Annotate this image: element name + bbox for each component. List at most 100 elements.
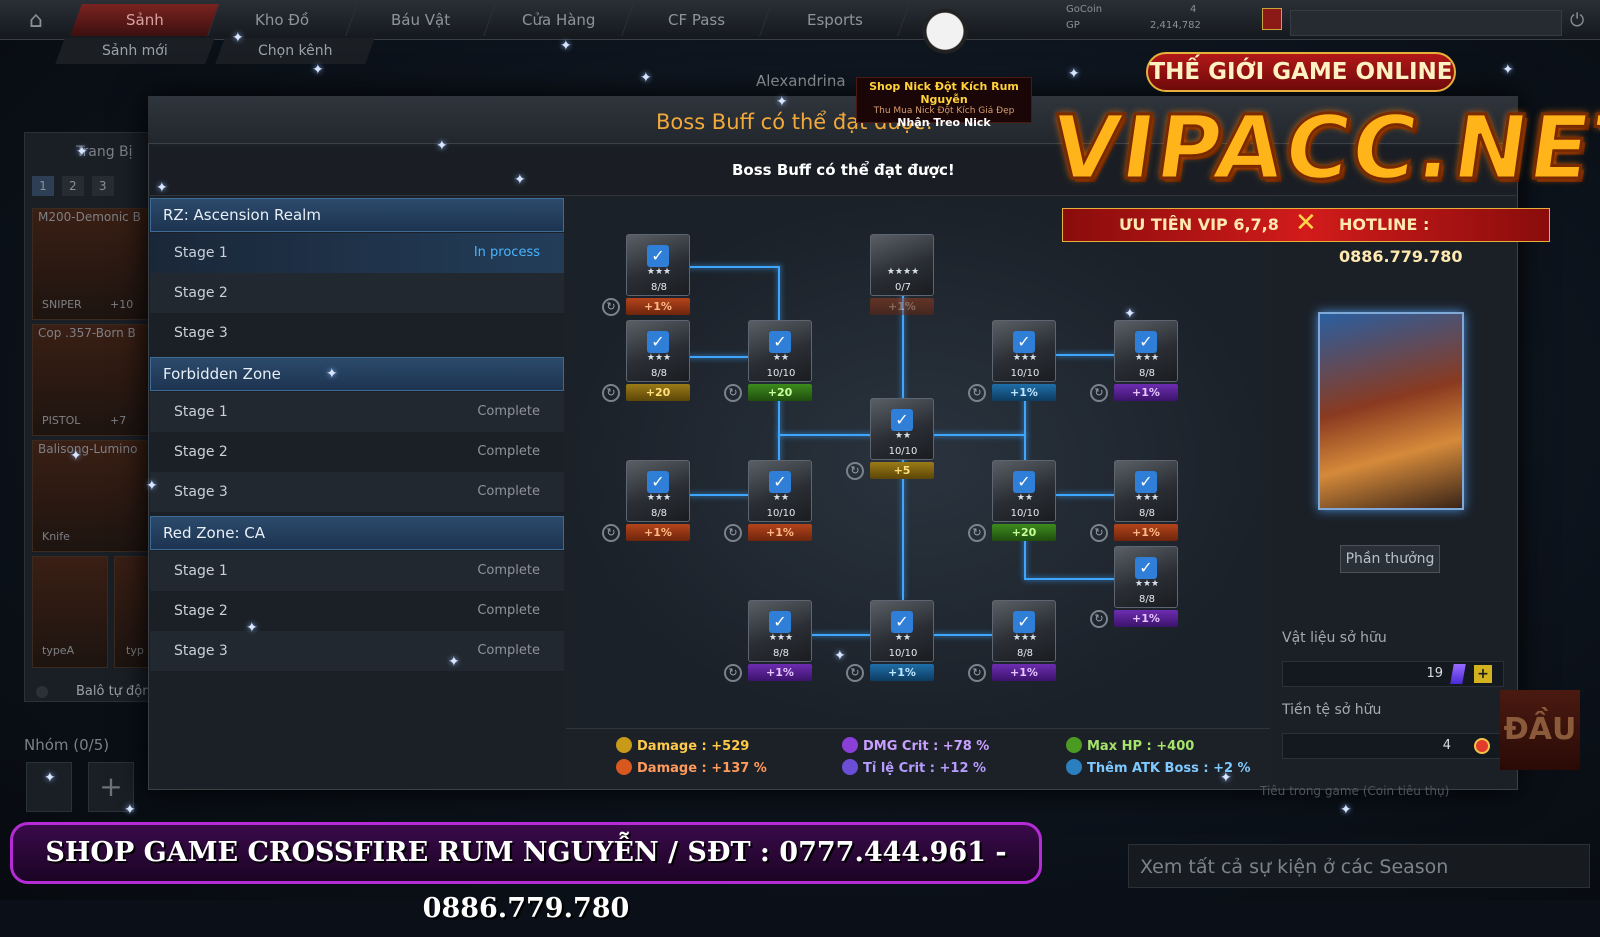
item-type: Knife [42, 530, 70, 543]
home-icon[interactable]: ⌂ [12, 6, 60, 36]
reset-icon[interactable]: ↻ [724, 524, 742, 542]
buff-node-boss[interactable]: ★★★★0/7 [870, 234, 934, 296]
tab-bau-vat[interactable]: Báu Vật [346, 4, 496, 36]
tab-esports[interactable]: Esports [760, 4, 910, 36]
add-material-button[interactable]: + [1474, 665, 1492, 683]
sparkle-icon: ✦ [640, 70, 652, 86]
buff-node[interactable]: ✓★★★8/8 [1114, 320, 1178, 382]
stage-row[interactable]: Stage 3 [150, 313, 564, 353]
stars-icon: ★★★ [749, 633, 813, 643]
page-1[interactable]: 1 [32, 176, 54, 196]
reset-icon[interactable]: ↻ [968, 384, 986, 402]
tab-cua-hang[interactable]: Cửa Hàng [484, 4, 634, 36]
buff-badge: +5 [870, 462, 934, 479]
reset-icon[interactable]: ↻ [724, 664, 742, 682]
tree-link [1056, 494, 1118, 496]
shop-line: Nhận Treo Nick [857, 116, 1031, 129]
buff-node[interactable]: ✓★★★8/8 [626, 460, 690, 522]
tree-link [688, 494, 750, 496]
stage-label: Stage 3 [174, 484, 228, 500]
reset-icon[interactable]: ↻ [1090, 524, 1108, 542]
buff-node[interactable]: ✓★★10/10 [992, 460, 1056, 522]
buff-node[interactable]: ✓★★10/10 [870, 600, 934, 662]
check-icon: ✓ [1135, 331, 1157, 353]
gp-label: GP [1066, 20, 1080, 31]
auto-bag-toggle[interactable] [36, 686, 48, 698]
zone-header[interactable]: Red Zone: CA [150, 516, 564, 550]
shop-line: Thu Mua Nick Đột Kích Giá Đẹp [857, 106, 1031, 116]
gocoin-value: 4 [1190, 4, 1196, 15]
sparkle-icon: ✦ [124, 802, 136, 818]
node-count: 10/10 [749, 368, 813, 379]
watermark-logo: VIPACC.NET [1044, 92, 1576, 204]
buff-node[interactable]: ✓★★10/10 [748, 460, 812, 522]
stage-label: Stage 3 [174, 325, 228, 341]
reset-icon[interactable]: ↻ [846, 664, 864, 682]
buff-node[interactable]: ✓★★★8/8 [626, 320, 690, 382]
buff-node[interactable]: ✓★★10/10 [748, 320, 812, 382]
page-2[interactable]: 2 [62, 176, 84, 196]
check-icon: ✓ [1013, 611, 1035, 633]
buff-node[interactable]: ✓★★★8/8 [626, 234, 690, 296]
buff-node[interactable]: ✓★★★10/10 [992, 320, 1056, 382]
summary-damage-pct: Damage : +137 % [616, 759, 767, 776]
reset-icon[interactable]: ↻ [602, 384, 620, 402]
crit-icon [842, 737, 858, 753]
sparkle-icon: ✦ [44, 770, 56, 786]
node-count: 8/8 [1115, 594, 1179, 605]
event-badge[interactable]: ĐẦU [1500, 690, 1580, 770]
shop-banner: Shop Nick Đột Kích Rum Nguyễn Thu Mua Ni… [856, 77, 1032, 123]
stage-row[interactable]: Stage 2 [150, 273, 564, 313]
sparkle-icon: ✦ [146, 478, 158, 494]
reward-button[interactable]: Phần thưởng [1340, 545, 1440, 573]
rank-badge-icon[interactable] [1262, 8, 1282, 30]
season-link[interactable]: Xem tất cả sự kiện ở các Season [1140, 856, 1448, 878]
zone-header[interactable]: Forbidden Zone [150, 357, 564, 391]
item-type: typ [126, 644, 144, 657]
item-name: Balisong-Lumino [38, 442, 137, 456]
reset-icon[interactable]: ↻ [602, 524, 620, 542]
auto-bag-label: Balô tự độn [76, 684, 151, 699]
zone-header[interactable]: RZ: Ascension Realm [150, 198, 564, 232]
buff-tree: ✓★★★8/8 ↻ +1% ★★★★0/7 +1% ✓★★★8/8 ↻ +20 … [566, 198, 1270, 730]
page-3[interactable]: 3 [92, 176, 114, 196]
buff-node[interactable]: ✓★★10/10 [870, 398, 934, 460]
tab-sanh[interactable]: Sảnh [70, 4, 220, 36]
subtab-sanh-moi[interactable]: Sảnh mới [55, 38, 214, 64]
buff-node[interactable]: ✓★★★8/8 [1114, 546, 1178, 608]
check-icon: ✓ [1135, 557, 1157, 579]
reset-icon[interactable]: ↻ [1090, 610, 1108, 628]
inventory-pages[interactable]: 1 2 3 [32, 176, 114, 196]
buff-node[interactable]: ✓★★★8/8 [748, 600, 812, 662]
node-count: 8/8 [1115, 368, 1179, 379]
reset-icon[interactable]: ↻ [602, 298, 620, 316]
buff-node[interactable]: ✓★★★8/8 [1114, 460, 1178, 522]
sparkle-icon: ✦ [312, 62, 324, 78]
tab-kho-do[interactable]: Kho Đồ [208, 4, 358, 36]
sparkle-icon: ✦ [834, 648, 846, 664]
skull-emblem-icon [920, 8, 970, 66]
summary-text: DMG Crit : +78 % [863, 739, 989, 754]
summary-dmg-crit: DMG Crit : +78 % [842, 737, 989, 754]
reset-icon[interactable]: ↻ [968, 664, 986, 682]
reward-card[interactable] [1318, 312, 1464, 510]
reset-icon[interactable]: ↻ [968, 524, 986, 542]
reset-icon[interactable]: ↻ [1090, 384, 1108, 402]
stars-icon: ★★ [871, 633, 935, 643]
reset-icon[interactable]: ↻ [724, 384, 742, 402]
search-box[interactable] [1290, 10, 1562, 36]
node-count: 8/8 [627, 282, 691, 293]
power-icon[interactable]: ⏻ [1570, 10, 1584, 31]
reset-icon[interactable]: ↻ [846, 462, 864, 480]
node-count: 10/10 [749, 508, 813, 519]
buff-badge: +20 [748, 384, 812, 401]
buff-node[interactable]: ✓★★★8/8 [992, 600, 1056, 662]
tab-cf-pass[interactable]: CF Pass [622, 4, 772, 36]
